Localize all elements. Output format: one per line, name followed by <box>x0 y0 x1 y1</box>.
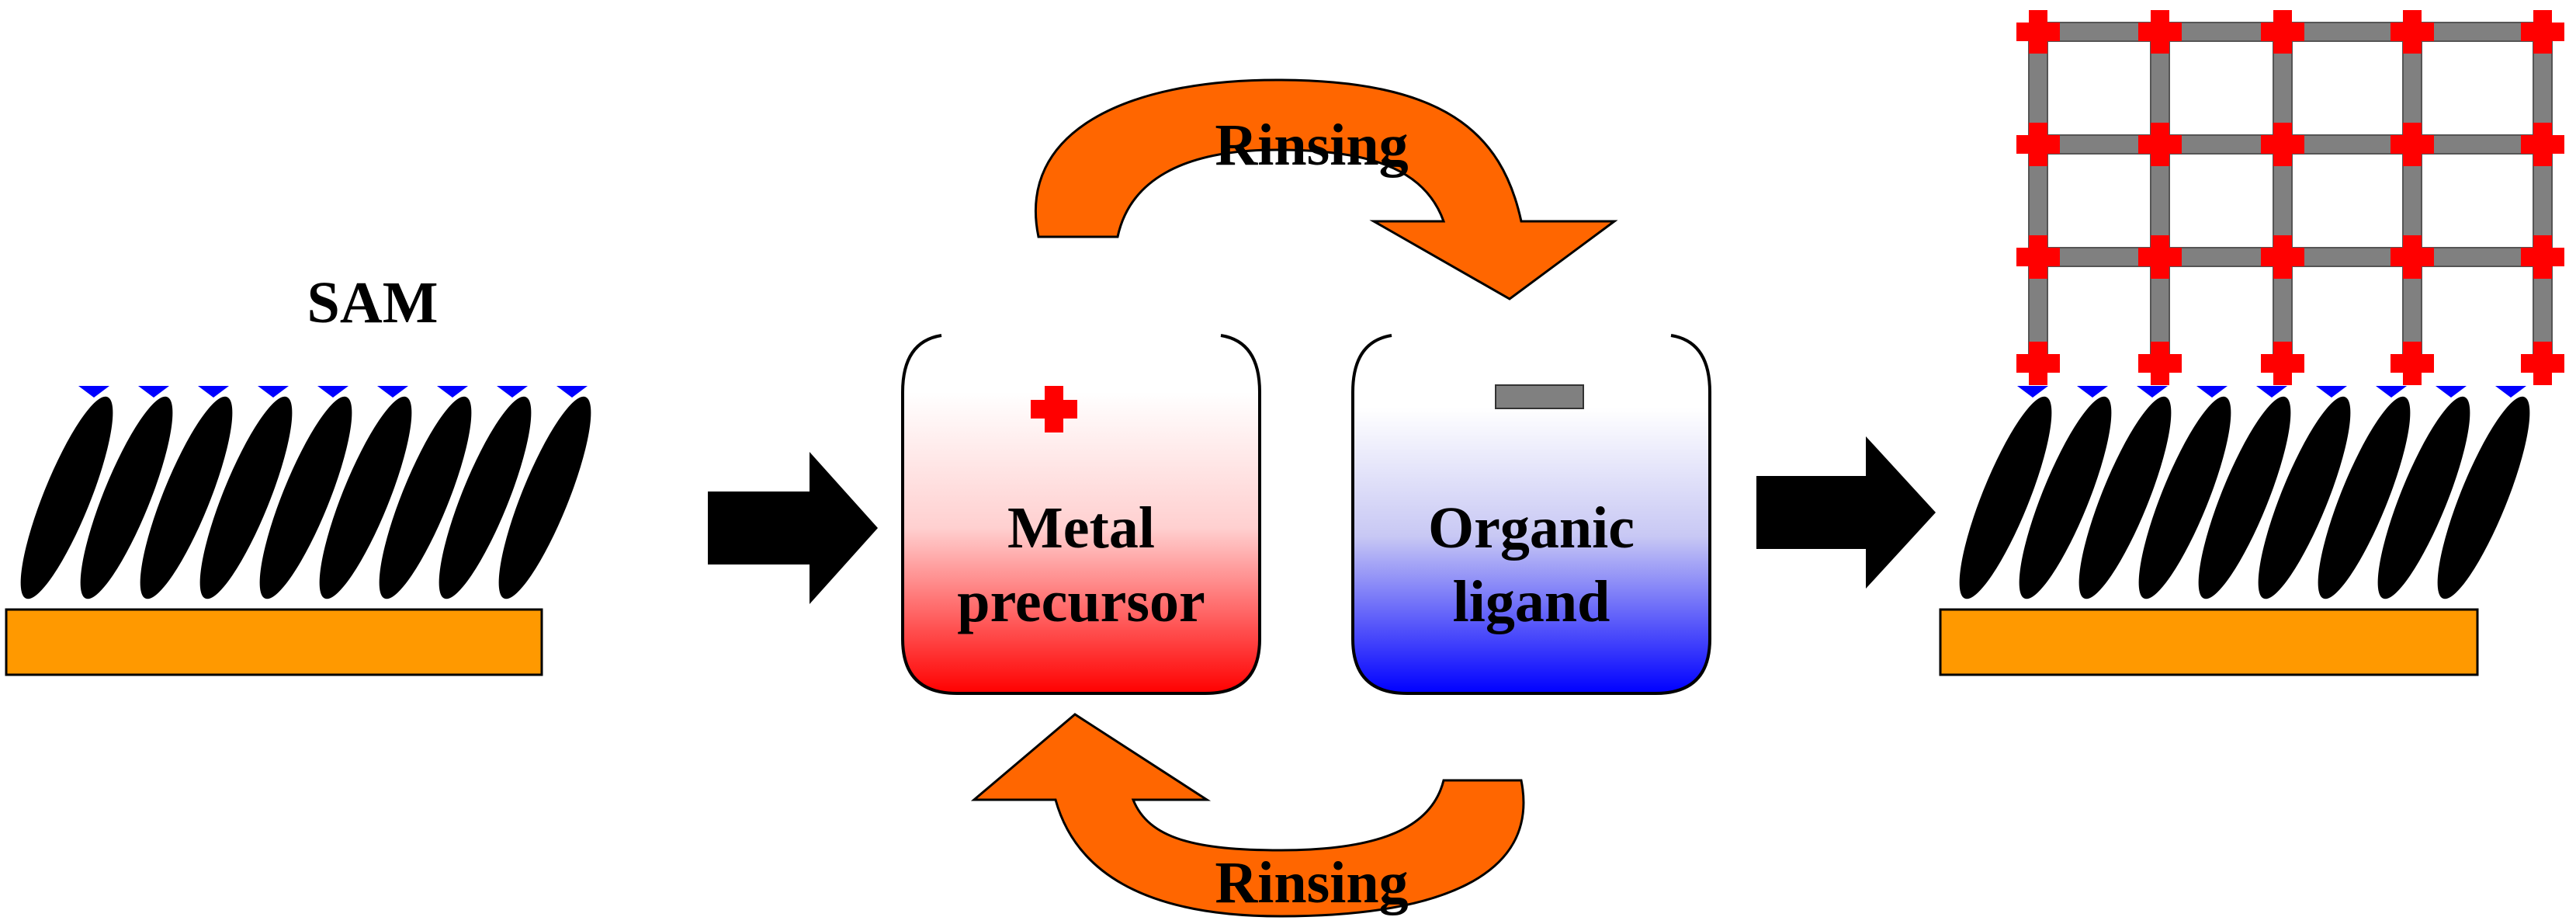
head-group <box>377 386 408 398</box>
metal-node-icon <box>2521 10 2564 54</box>
head-group <box>138 386 169 398</box>
metal-node-icon <box>2521 123 2564 166</box>
metal-node-icon <box>2521 235 2564 279</box>
metal-node-icon <box>2521 342 2564 385</box>
head-group <box>497 386 528 398</box>
rinsing-arrow-bottom <box>970 713 1525 918</box>
head-group <box>2196 386 2228 398</box>
head-group <box>2495 386 2526 398</box>
head-group <box>2077 386 2108 398</box>
head-group <box>2137 386 2168 398</box>
sam-molecules-with-mof <box>1959 386 2530 599</box>
alkyl-chain <box>2437 396 2530 599</box>
alkyl-chain <box>379 396 472 599</box>
metal-node-icon <box>2016 10 2060 54</box>
alkyl-chain <box>319 396 412 599</box>
metal-node-icon <box>2261 10 2304 54</box>
metal-node-icon <box>2138 123 2182 166</box>
alkyl-chain <box>2138 396 2231 599</box>
metal-node-icon <box>2391 342 2434 385</box>
left-substrate <box>5 608 543 676</box>
metal-node-icon <box>2261 235 2304 279</box>
metal-node-icon <box>2016 235 2060 279</box>
head-group <box>2376 386 2407 398</box>
metal-node-icon <box>2016 342 2060 385</box>
alkyl-chain <box>2377 396 2470 599</box>
sam-molecules <box>20 386 591 599</box>
metal-precursor-beaker: Metal precursor <box>901 334 1261 695</box>
metal-label-line1: Metal <box>1007 495 1155 561</box>
alkyl-chain <box>1959 396 2052 599</box>
metal-label-line2: precursor <box>957 569 1205 634</box>
left-sam-assembly: SAM <box>5 270 591 676</box>
rinsing-bottom-label: Rinsing <box>1215 850 1408 915</box>
linker-bar <box>2533 31 2553 364</box>
organic-beaker-outline <box>1351 334 1711 695</box>
metal-node-icon <box>2391 10 2434 54</box>
head-group <box>2017 386 2048 398</box>
alkyl-chain <box>2318 396 2411 599</box>
head-group <box>317 386 348 398</box>
metal-node-icon <box>2391 123 2434 166</box>
metal-node-icon <box>2138 342 2182 385</box>
arrow-to-product <box>1756 436 1936 589</box>
head-group <box>2436 386 2467 398</box>
metal-node-icon <box>2391 235 2434 279</box>
metal-beaker-outline <box>901 334 1261 695</box>
rinsing-arrow-top <box>1034 78 1618 300</box>
head-group <box>556 386 588 398</box>
organic-solution-fill <box>1353 408 1710 693</box>
metal-cross-icon <box>1031 386 1077 432</box>
alkyl-chain <box>140 396 233 599</box>
alkyl-chain <box>439 396 532 599</box>
ligand-bar-icon <box>1495 384 1584 409</box>
head-group <box>78 386 109 398</box>
sam-label: SAM <box>307 270 439 335</box>
right-substrate <box>1939 608 2479 676</box>
organic-ligand-beaker: Organic ligand <box>1351 334 1711 695</box>
metal-node-icon <box>2261 123 2304 166</box>
alkyl-chain <box>80 396 173 599</box>
alkyl-chain <box>199 396 293 599</box>
metal-node-icon <box>2138 10 2182 54</box>
arrow-to-solutions <box>708 452 878 604</box>
head-group <box>2256 386 2287 398</box>
organic-label-line1: Organic <box>1428 495 1635 561</box>
metal-node-icon <box>2016 123 2060 166</box>
metal-node-icon <box>2261 342 2304 385</box>
head-group <box>198 386 229 398</box>
alkyl-chain <box>498 396 591 599</box>
alkyl-chain <box>2019 396 2112 599</box>
metal-solution-fill <box>903 392 1260 693</box>
right-sam-mof-assembly <box>1939 10 2564 676</box>
head-group <box>2316 386 2347 398</box>
mof-framework <box>2016 10 2564 385</box>
linker-bar <box>2028 31 2048 364</box>
linker-bar <box>2150 31 2170 364</box>
linker-bar <box>2402 31 2422 364</box>
alkyl-chain <box>20 396 113 599</box>
metal-node-icon <box>2138 235 2182 279</box>
alkyl-chain <box>2198 396 2291 599</box>
linker-bar <box>2273 31 2293 364</box>
head-group <box>258 386 289 398</box>
alkyl-chain <box>259 396 352 599</box>
organic-label-line2: ligand <box>1453 569 1610 634</box>
rinsing-top-label: Rinsing <box>1215 113 1408 178</box>
alkyl-chain <box>2258 396 2351 599</box>
head-group <box>437 386 468 398</box>
alkyl-chain <box>2078 396 2172 599</box>
